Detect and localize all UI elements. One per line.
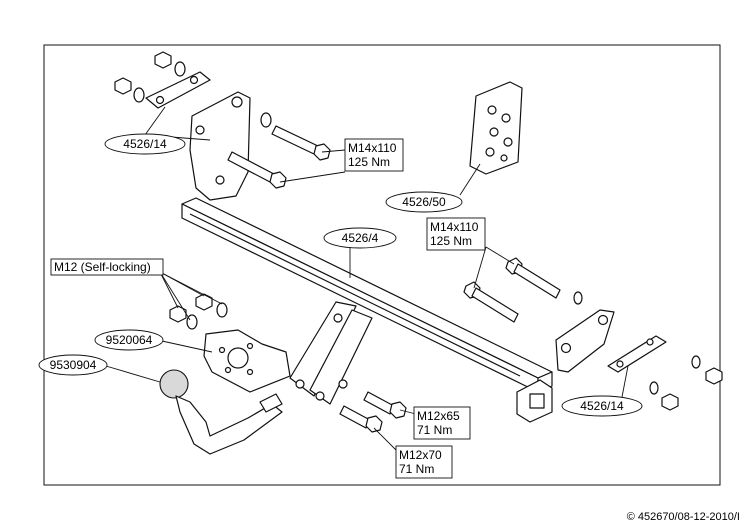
copyright-text: © 452670/08-12-2010/I xyxy=(626,511,740,523)
label-bracket-right: 4526/14 xyxy=(561,395,643,417)
label-nut-note: M12 (Self-locking) xyxy=(50,258,164,276)
top-bolts xyxy=(227,112,331,189)
plate-4526-50 xyxy=(469,81,523,175)
svg-text:M14x110: M14x110 xyxy=(430,220,479,234)
towball-part xyxy=(159,369,283,455)
svg-text:M12x70: M12x70 xyxy=(399,448,442,462)
svg-text:4526/4: 4526/4 xyxy=(342,231,379,245)
bottom-bolts xyxy=(339,391,407,433)
self-locking-nuts xyxy=(169,293,228,330)
svg-text:M14x110: M14x110 xyxy=(348,141,397,155)
label-socket-plate: 9520064 xyxy=(94,329,164,351)
left-vertical-bracket xyxy=(189,91,251,201)
svg-text:9530904: 9530904 xyxy=(50,358,97,372)
right-bolts xyxy=(463,257,583,323)
svg-text:4526/50: 4526/50 xyxy=(402,195,446,209)
label-bolt-top: M14x110 125 Nm xyxy=(344,138,404,172)
label-bracket-left: 4526/14 xyxy=(104,133,186,155)
left-clamp-plate xyxy=(145,71,211,109)
svg-text:71 Nm: 71 Nm xyxy=(399,462,434,476)
right-clamp-plate xyxy=(607,335,667,373)
label-towball: 9530904 xyxy=(38,354,108,376)
svg-text:9520064: 9520064 xyxy=(106,333,153,347)
right-vertical-bracket xyxy=(555,309,615,373)
svg-text:M12x65: M12x65 xyxy=(417,409,460,423)
left-nuts xyxy=(114,51,186,103)
svg-text:4526/14: 4526/14 xyxy=(123,137,167,151)
right-nuts xyxy=(649,355,723,411)
diagram-frame xyxy=(43,44,721,486)
leader-lines xyxy=(105,106,629,453)
label-bolt-right: M14x110 125 Nm xyxy=(426,217,486,251)
label-plate-4526-50: 4526/50 xyxy=(385,191,463,213)
svg-text:71 Nm: 71 Nm xyxy=(417,423,452,437)
central-mounting-plates xyxy=(289,301,373,405)
svg-text:4526/14: 4526/14 xyxy=(580,399,624,413)
label-bolt-m12x70: M12x70 71 Nm xyxy=(395,445,453,479)
label-bolt-m12x65: M12x65 71 Nm xyxy=(413,406,471,440)
crossbar-part xyxy=(181,197,553,423)
svg-text:M12 (Self-locking): M12 (Self-locking) xyxy=(54,260,151,274)
svg-text:125 Nm: 125 Nm xyxy=(430,234,472,248)
svg-text:125 Nm: 125 Nm xyxy=(348,155,390,169)
label-crossbar: 4526/4 xyxy=(323,227,397,249)
socket-plate xyxy=(203,329,291,393)
